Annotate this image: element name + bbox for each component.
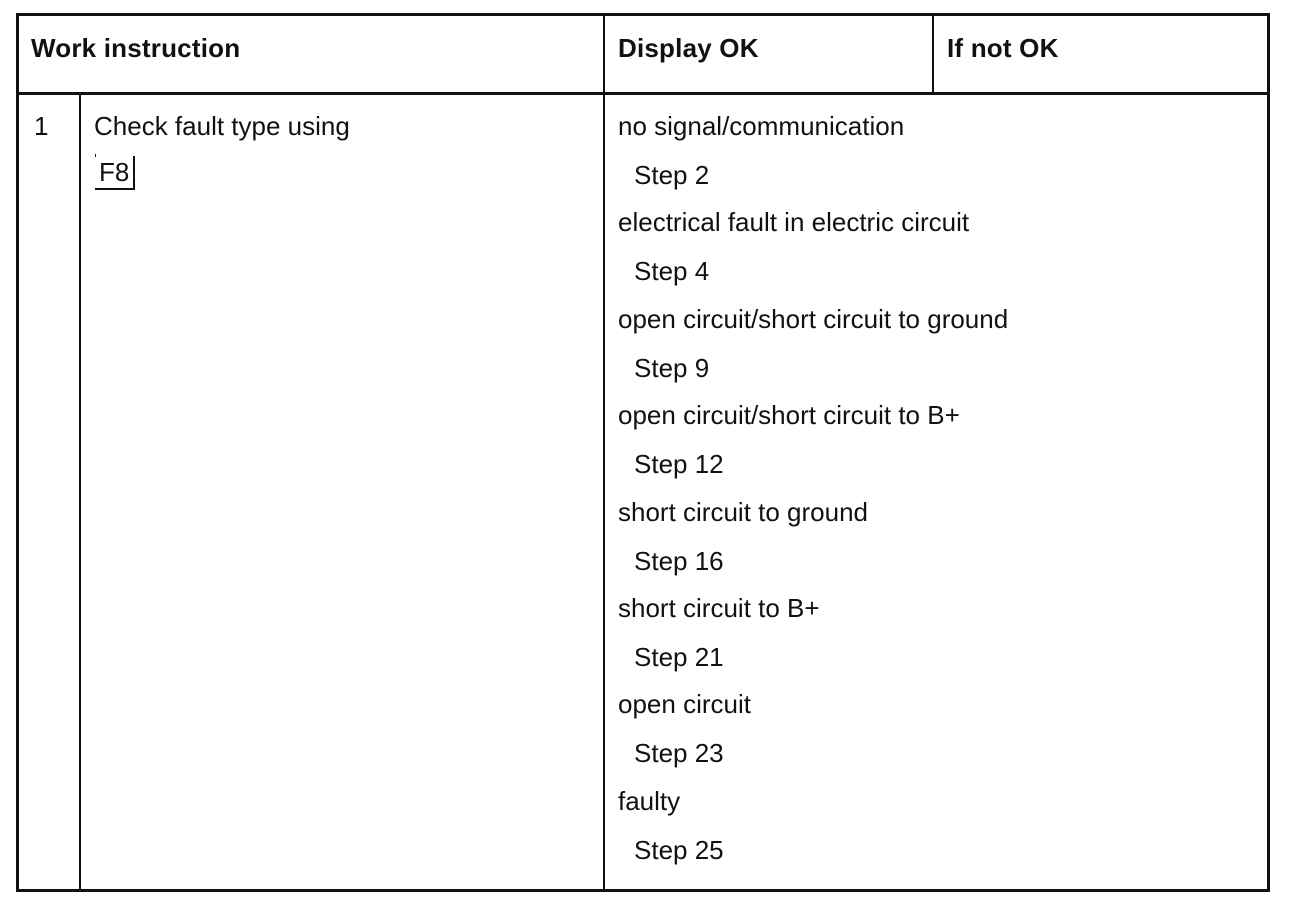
f8-key-label: F8 (99, 157, 130, 187)
work-instruction-table: Work instruction Display OK If not OK 1 … (16, 13, 1270, 892)
display-condition: short circuit to B+ (618, 593, 820, 623)
display-condition: open circuit/short circuit to ground (618, 304, 1009, 334)
column-divider-display (603, 16, 605, 889)
display-condition: faulty (618, 786, 681, 816)
key-tick (95, 154, 96, 157)
column-divider-notok (932, 16, 934, 92)
f8-key-button[interactable]: F8 (95, 154, 136, 190)
display-condition: no signal/communication (618, 111, 905, 141)
instruction-text: Check fault type using (94, 111, 350, 141)
display-step: Step 16 (634, 546, 724, 576)
display-step: Step 23 (634, 738, 724, 768)
display-condition: open circuit (618, 689, 751, 719)
header-if-not-ok: If not OK (947, 33, 1059, 63)
display-condition: short circuit to ground (618, 497, 869, 527)
header-divider (19, 92, 1267, 95)
display-step: Step 2 (634, 160, 710, 190)
display-step: Step 12 (634, 449, 724, 479)
column-divider-number (79, 94, 81, 889)
display-step: Step 9 (634, 353, 710, 383)
row-number: 1 (34, 111, 49, 141)
header-work-instruction: Work instruction (31, 33, 241, 63)
display-condition: electrical fault in electric circuit (618, 207, 970, 237)
display-step: Step 21 (634, 642, 724, 672)
display-step: Step 25 (634, 835, 724, 865)
display-step: Step 4 (634, 256, 710, 286)
header-display-ok: Display OK (618, 33, 759, 63)
display-condition: open circuit/short circuit to B+ (618, 400, 960, 430)
